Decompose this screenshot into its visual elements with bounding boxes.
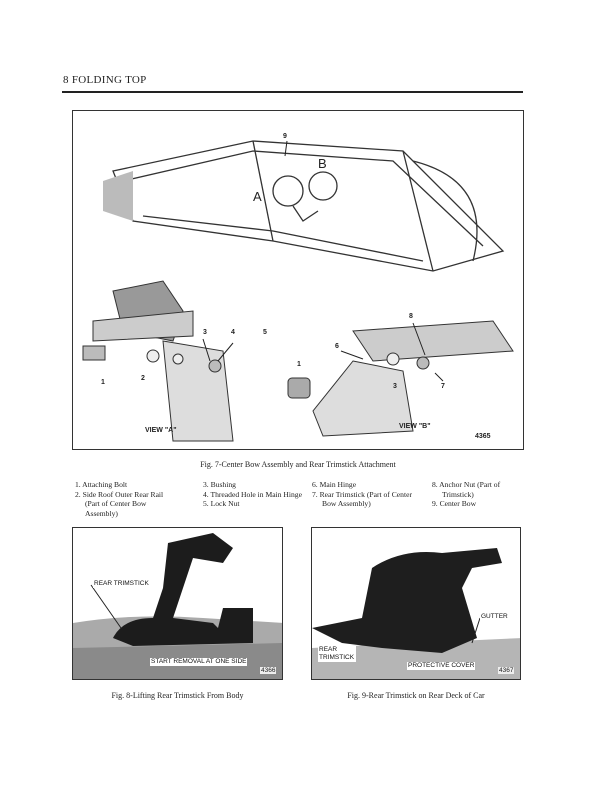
callout-a: A	[253, 189, 262, 204]
figure-9-number: 4367	[498, 667, 515, 674]
gutter-label: GUTTER	[480, 613, 509, 621]
legend-item: 2. Side Roof Outer Rear Rail (Part of Ce…	[75, 489, 164, 518]
figure-9-photo: GUTTER REAR TRIMSTICK PROTECTIVE COVER 4…	[311, 527, 521, 680]
legend-item: 5. Lock Nut	[203, 499, 240, 508]
folding-top-drawing	[82, 140, 514, 442]
start-removal-label: START REMOVAL AT ONE SIDE	[150, 658, 248, 666]
legend-col-4: 8. Anchor Nut (Part of Trimstick)9. Cent…	[432, 480, 532, 509]
callout-1: 1	[101, 379, 105, 386]
view-b-label: VIEW "B"	[399, 423, 431, 430]
callout-2: 2	[141, 375, 145, 382]
callout-b: B	[318, 156, 327, 171]
legend-item: 7. Rear Trimstick (Part of Center Bow As…	[312, 489, 412, 509]
callout-4: 4	[231, 329, 235, 336]
legend-item: 9. Center Bow	[432, 499, 477, 508]
callout-7: 7	[441, 383, 445, 390]
figure-8-number: 4366	[260, 667, 277, 674]
callout-1b: 1	[297, 361, 301, 368]
header-rule	[62, 91, 523, 93]
figure-8-caption: Fig. 8-Lifting Rear Trimstick From Body	[111, 691, 244, 700]
rear-trimstick-label: REAR TRIMSTICK	[318, 646, 356, 662]
figure-number: 4365	[475, 433, 491, 440]
protective-cover-label: PROTECTIVE COVER	[407, 662, 476, 670]
legend-item: 8. Anchor Nut (Part of Trimstick)	[432, 480, 501, 499]
section-header: 8 FOLDING TOP	[63, 74, 147, 86]
callout-5: 5	[263, 329, 267, 336]
view-a-label: VIEW "A"	[145, 427, 177, 434]
legend-item: 3. Bushing	[203, 480, 236, 489]
callout-8: 8	[409, 313, 413, 320]
callout-3: 3	[203, 329, 207, 336]
rear-trimstick-label: REAR TRIMSTICK	[93, 580, 150, 588]
figure-9-caption: Fig. 9-Rear Trimstick on Rear Deck of Ca…	[347, 691, 485, 700]
callout-9: 9	[283, 133, 287, 140]
legend-item: 4. Threaded Hole in Main Hinge	[203, 489, 302, 499]
figure-8-photo: REAR TRIMSTICK START REMOVAL AT ONE SIDE…	[72, 527, 283, 680]
figure-7-illustration: 9 A B 1 2 3 4 5 6 1 3 8 7 VIEW "A" VIEW …	[72, 110, 524, 450]
legend-item: 1. Attaching Bolt	[75, 480, 128, 489]
callout-6: 6	[335, 343, 339, 350]
callout-3b: 3	[393, 383, 397, 390]
legend-item: 6. Main Hinge	[312, 480, 357, 489]
figure-7-caption: Fig. 7-Center Bow Assembly and Rear Trim…	[200, 460, 396, 469]
